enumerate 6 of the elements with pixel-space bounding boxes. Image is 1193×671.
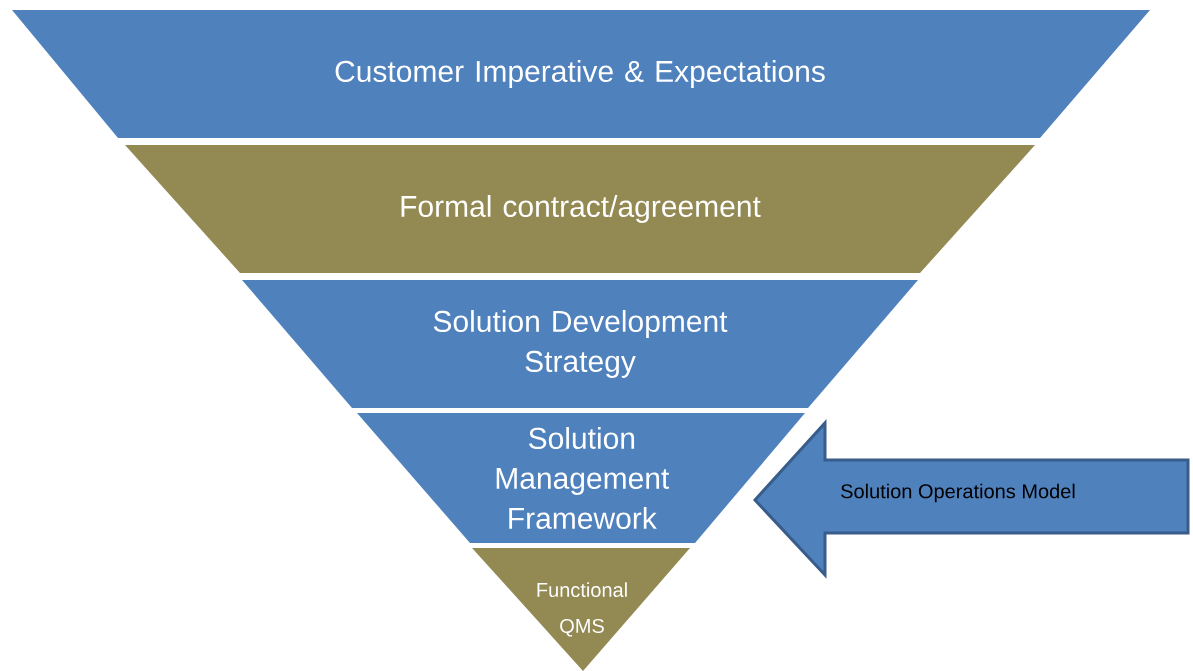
funnel-band: Functional QMS (472, 548, 690, 671)
funnel-band: Formal contract/agreement (125, 145, 1035, 273)
node-label: Solution Management Framework (496, 426, 670, 529)
funnel-band: Solution Development Strategy (242, 280, 918, 408)
funnel-band: Customer Imperative & Expectations (12, 10, 1150, 138)
funnel-band: Solution Management Framework (357, 413, 805, 543)
